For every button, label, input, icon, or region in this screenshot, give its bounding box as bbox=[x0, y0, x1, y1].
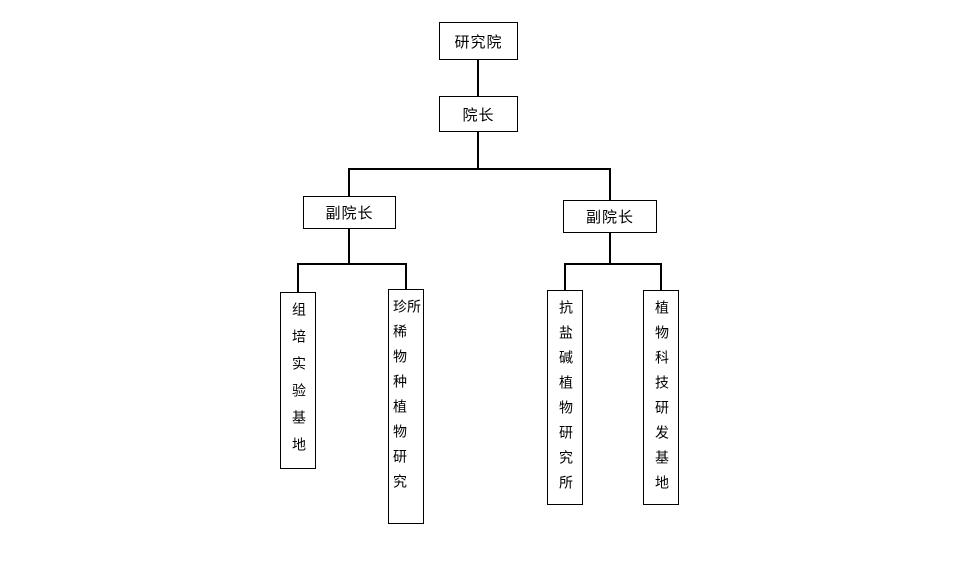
org-node-tissue-culture-base: 组培实验基地 bbox=[280, 292, 316, 469]
org-node-vice-dean-right: 副院长 bbox=[563, 200, 657, 233]
connector-drop-vice-left bbox=[348, 168, 350, 196]
connector-left-horizontal bbox=[297, 263, 407, 265]
org-node-salt-alkali-institute: 抗盐碱植物研究所 bbox=[547, 290, 583, 505]
org-node-research-institute-label: 研究院 bbox=[454, 32, 503, 51]
connector-root-to-dean bbox=[477, 60, 479, 96]
connector-drop-leaf-3 bbox=[564, 263, 566, 290]
org-node-vice-dean-left-label: 副院长 bbox=[325, 204, 374, 222]
connector-drop-leaf-4 bbox=[660, 263, 662, 290]
connector-vice-left-down bbox=[348, 229, 350, 264]
connector-dean-down bbox=[477, 132, 479, 169]
org-node-dean-label: 院长 bbox=[462, 105, 495, 124]
org-node-tissue-culture-base-label: 组培实验基地 bbox=[290, 302, 306, 464]
org-node-dean: 院长 bbox=[439, 96, 518, 132]
org-node-plant-tech-base-label: 植物科技研发基地 bbox=[653, 300, 669, 500]
org-node-rare-species-institute-label: 珍稀物种植物研究所 bbox=[391, 299, 421, 499]
org-node-rare-species-institute: 珍稀物种植物研究所 bbox=[388, 289, 424, 524]
connector-drop-vice-right bbox=[609, 168, 611, 200]
connector-drop-leaf-1 bbox=[297, 263, 299, 292]
connector-vice-right-down bbox=[609, 233, 611, 264]
org-node-salt-alkali-institute-label: 抗盐碱植物研究所 bbox=[557, 300, 573, 500]
connector-drop-leaf-2 bbox=[405, 263, 407, 289]
connector-top-horizontal bbox=[348, 168, 611, 170]
org-node-vice-dean-right-label: 副院长 bbox=[585, 208, 634, 226]
connector-right-horizontal bbox=[564, 263, 662, 265]
org-node-research-institute: 研究院 bbox=[439, 22, 518, 60]
org-node-plant-tech-base: 植物科技研发基地 bbox=[643, 290, 679, 505]
org-node-vice-dean-left: 副院长 bbox=[303, 196, 396, 229]
